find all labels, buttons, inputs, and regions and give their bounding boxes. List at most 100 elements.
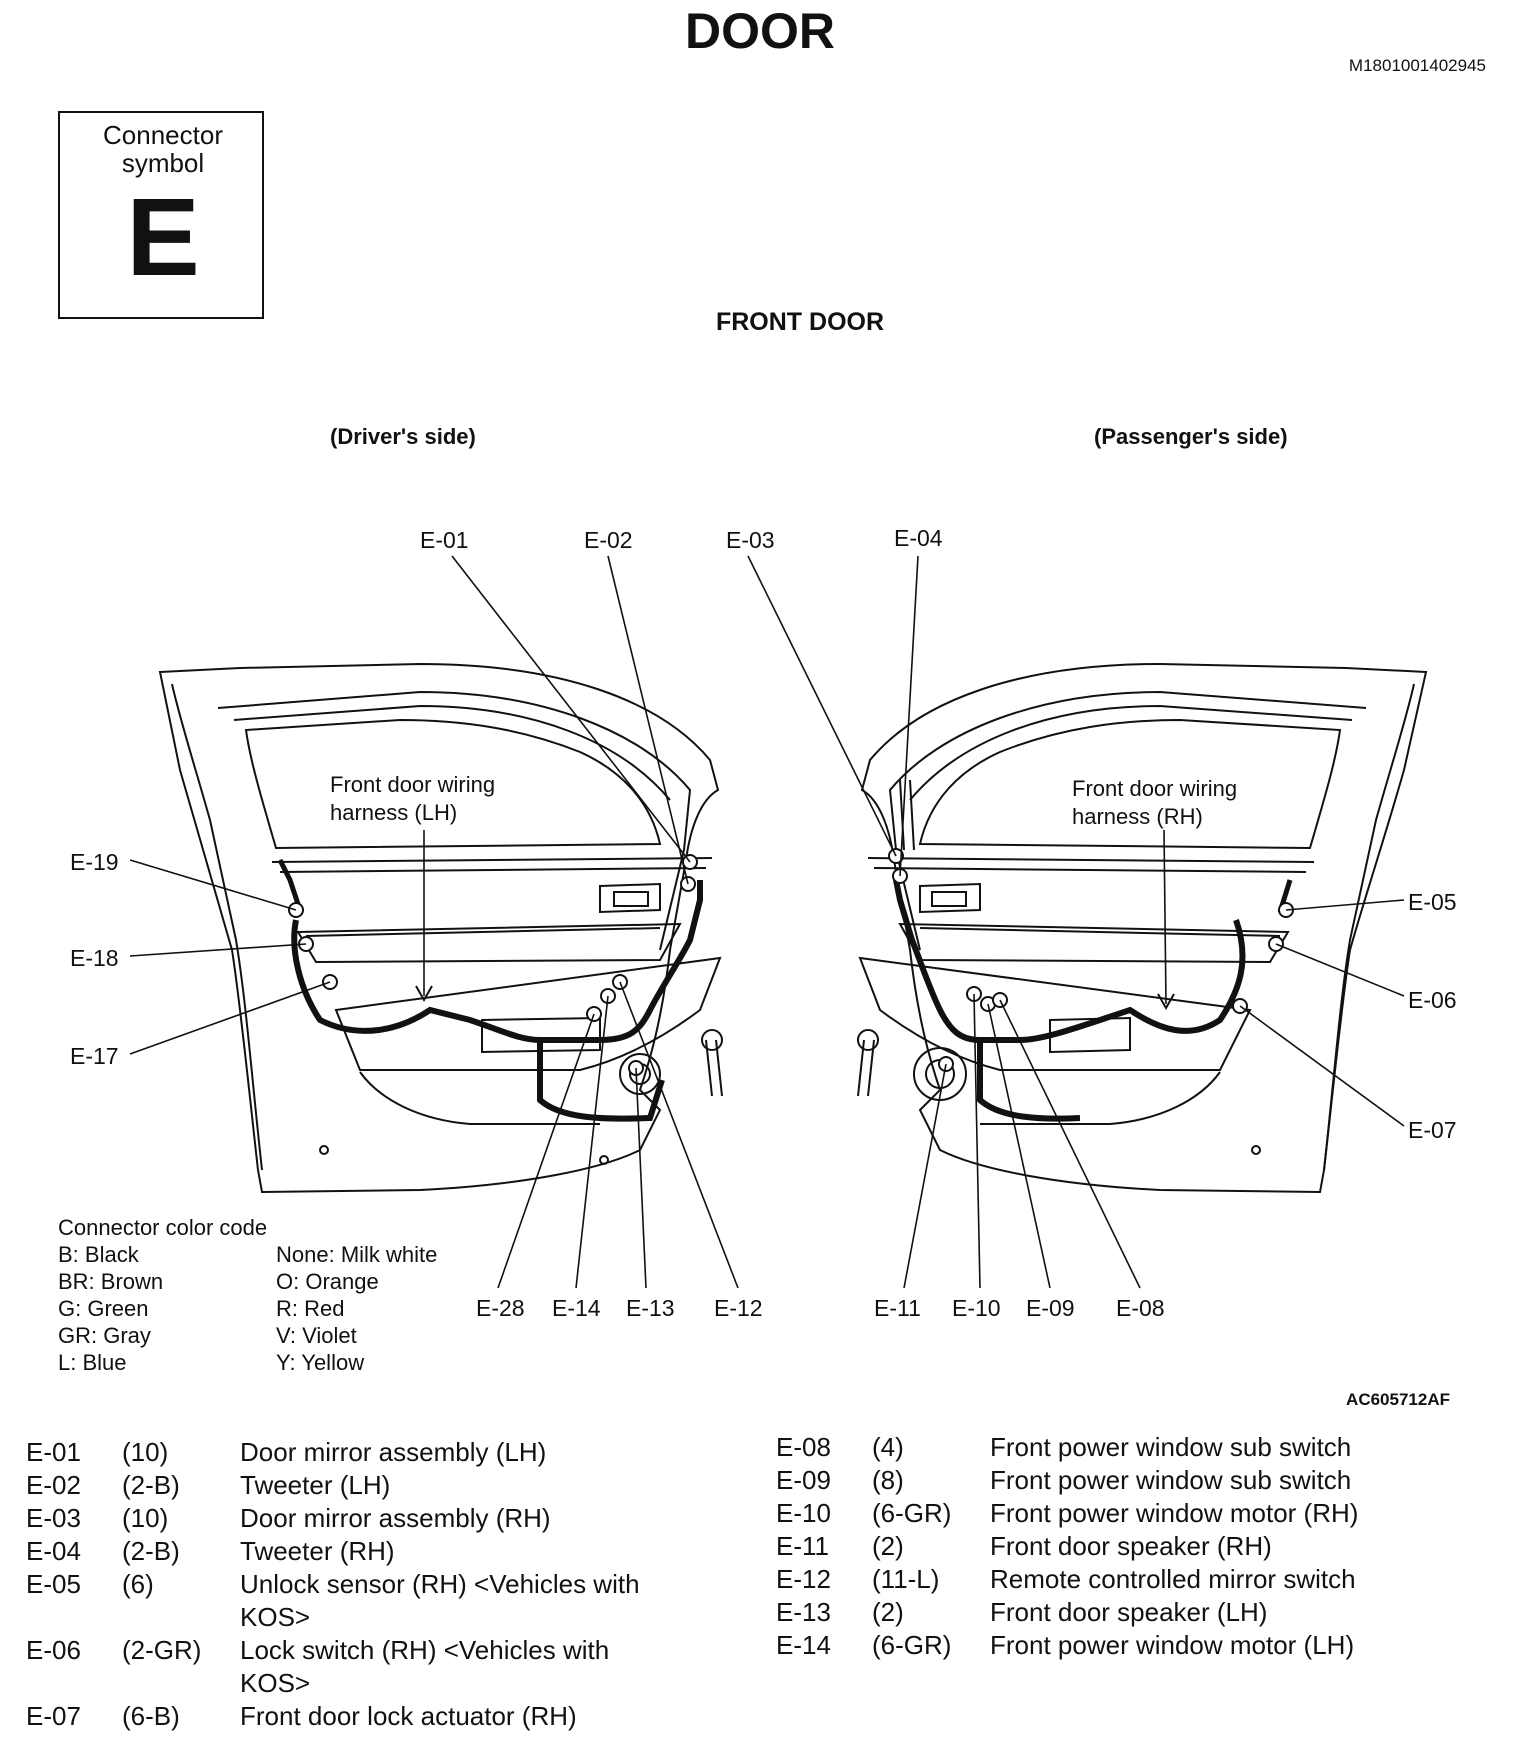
- connector-code: E-03: [26, 1503, 81, 1533]
- callout-e05: E-05: [1408, 889, 1457, 915]
- callout-e14: E-14: [552, 1295, 601, 1321]
- driver-connectors: [288, 854, 698, 1076]
- connector-pins: (6-GR): [872, 1630, 952, 1660]
- door-wiring-diagram: E-01 E-02 E-03 E-04 E-05 E-06 E-07 E-08 …: [70, 525, 1457, 1321]
- connector-description: Unlock sensor (RH) <Vehicles with KOS>: [240, 1569, 640, 1632]
- connector-description: Tweeter (RH): [240, 1536, 395, 1566]
- callout-labels: E-01 E-02 E-03 E-04 E-05 E-06 E-07 E-08 …: [70, 525, 1457, 1321]
- callout-e03: E-03: [726, 527, 775, 553]
- callout-e28: E-28: [476, 1295, 525, 1321]
- connector-code: E-04: [26, 1536, 81, 1566]
- figure-id: AC605712AF: [1346, 1390, 1450, 1409]
- table-row: E-02 (2-B) Tweeter (LH): [26, 1469, 680, 1502]
- connector-color-code: Connector color code B: Black BR: Brown …: [58, 1214, 437, 1376]
- table-row: E-09 (8) Front power window sub switch: [776, 1464, 1410, 1497]
- passenger-door-outline: [857, 662, 1428, 1194]
- connector-description: Tweeter (LH): [240, 1470, 391, 1500]
- connector-code: E-13: [776, 1597, 831, 1627]
- callout-e01: E-01: [420, 527, 469, 553]
- connector-pins: (6): [122, 1569, 154, 1599]
- connector-code: E-06: [26, 1635, 81, 1665]
- table-row: E-04 (2-B) Tweeter (RH): [26, 1535, 680, 1568]
- connector-description: Front power window motor (RH): [990, 1498, 1359, 1528]
- harness-lh-label-line2: harness (LH): [330, 800, 457, 825]
- harness-rh-label-line2: harness (RH): [1072, 804, 1203, 829]
- table-row: E-03 (10) Door mirror assembly (RH): [26, 1502, 680, 1535]
- table-row: E-08 (4) Front power window sub switch: [776, 1431, 1410, 1464]
- connector-pins: (2-B): [122, 1470, 180, 1500]
- connector-pins: (2): [872, 1531, 904, 1561]
- callout-e18: E-18: [70, 945, 119, 971]
- color-code-item: R: Red: [276, 1296, 345, 1321]
- driver-side-label: (Driver's side): [330, 424, 476, 449]
- table-row: E-05 (6) Unlock sensor (RH) <Vehicles wi…: [26, 1568, 680, 1634]
- connector-code: E-08: [776, 1432, 831, 1462]
- color-code-title: Connector color code: [58, 1215, 268, 1240]
- leader-lines: [129, 555, 1405, 1289]
- connector-code: E-01: [26, 1437, 81, 1467]
- connector-pins: (4): [872, 1432, 904, 1462]
- color-code-left-column: B: Black BR: Brown G: Green GR: Gray L: …: [58, 1241, 276, 1376]
- connector-pins: (8): [872, 1465, 904, 1495]
- connector-symbol-label: Connector symbol: [103, 120, 223, 178]
- connector-code: E-11: [776, 1531, 829, 1561]
- connector-code: E-09: [776, 1465, 831, 1495]
- color-code-item: GR: Gray: [58, 1323, 151, 1348]
- connector-pins: (6-B): [122, 1701, 180, 1731]
- connector-symbol-letter: E: [126, 176, 200, 299]
- callout-e19: E-19: [70, 849, 119, 875]
- connector-description: Front power window motor (LH): [990, 1630, 1355, 1660]
- passenger-side-label: (Passenger's side): [1094, 424, 1288, 449]
- callout-e12: E-12: [714, 1295, 763, 1321]
- connector-pins: (10): [122, 1437, 169, 1467]
- callout-e02: E-02: [584, 527, 633, 553]
- page-title: DOOR: [685, 3, 835, 59]
- connector-code: E-05: [26, 1569, 81, 1599]
- color-code-item: BR: Brown: [58, 1269, 164, 1294]
- connector-description: Front power window sub switch: [990, 1465, 1352, 1495]
- table-row: E-06 (2-GR) Lock switch (RH) <Vehicles w…: [26, 1634, 680, 1700]
- table-row: E-11 (2) Front door speaker (RH): [776, 1530, 1410, 1563]
- connector-code: E-12: [776, 1564, 831, 1594]
- connector-description: Lock switch (RH) <Vehicles with KOS>: [240, 1635, 610, 1698]
- callout-e09: E-09: [1026, 1295, 1075, 1321]
- color-code-item: Y: Yellow: [276, 1350, 365, 1375]
- document-id: M1801001402945: [1348, 56, 1486, 75]
- color-code-item: O: Orange: [276, 1269, 379, 1294]
- connector-code: E-07: [26, 1701, 81, 1731]
- connector-description: Front door lock actuator (RH): [240, 1701, 577, 1731]
- connector-pins: (6-GR): [872, 1498, 952, 1528]
- color-code-right-column: None: Milk white O: Orange R: Red V: Vio…: [276, 1241, 437, 1376]
- connector-description: Door mirror assembly (LH): [240, 1437, 547, 1467]
- table-row: E-07 (6-B) Front door lock actuator (RH): [26, 1700, 680, 1733]
- connector-pins: (10): [122, 1503, 169, 1533]
- connector-table-left: E-01 (10) Door mirror assembly (LH) E-02…: [26, 1436, 680, 1733]
- connector-description: Front power window sub switch: [990, 1432, 1352, 1462]
- harness-lh-label-line1: Front door wiring: [330, 772, 495, 797]
- section-subtitle: FRONT DOOR: [715, 308, 885, 336]
- table-row: E-12 (11-L) Remote controlled mirror swi…: [776, 1563, 1410, 1596]
- connector-symbol-box: Connector symbol E: [58, 111, 264, 319]
- connector-code: E-14: [776, 1630, 831, 1660]
- callout-e10: E-10: [952, 1295, 1001, 1321]
- connector-description: Front door speaker (RH): [990, 1531, 1272, 1561]
- harness-rh-label-line1: Front door wiring: [1072, 776, 1237, 801]
- color-code-item: G: Green: [58, 1296, 149, 1321]
- connector-description: Door mirror assembly (RH): [240, 1503, 551, 1533]
- callout-e08: E-08: [1116, 1295, 1165, 1321]
- connector-code: E-10: [776, 1498, 831, 1528]
- connector-code: E-02: [26, 1470, 81, 1500]
- connector-description: Front door speaker (LH): [990, 1597, 1268, 1627]
- callout-e11: E-11: [874, 1295, 921, 1321]
- table-row: E-14 (6-GR) Front power window motor (LH…: [776, 1629, 1410, 1662]
- callout-e07: E-07: [1408, 1117, 1457, 1143]
- color-code-item: V: Violet: [276, 1323, 357, 1348]
- connector-pins: (2-B): [122, 1536, 180, 1566]
- connector-pins: (2-GR): [122, 1635, 202, 1665]
- color-code-item: L: Blue: [58, 1350, 127, 1375]
- connector-pins: (2): [872, 1597, 904, 1627]
- table-row: E-13 (2) Front door speaker (LH): [776, 1596, 1410, 1629]
- color-code-item: B: Black: [58, 1242, 139, 1267]
- table-row: E-01 (10) Door mirror assembly (LH): [26, 1436, 680, 1469]
- connector-description: Remote controlled mirror switch: [990, 1564, 1356, 1594]
